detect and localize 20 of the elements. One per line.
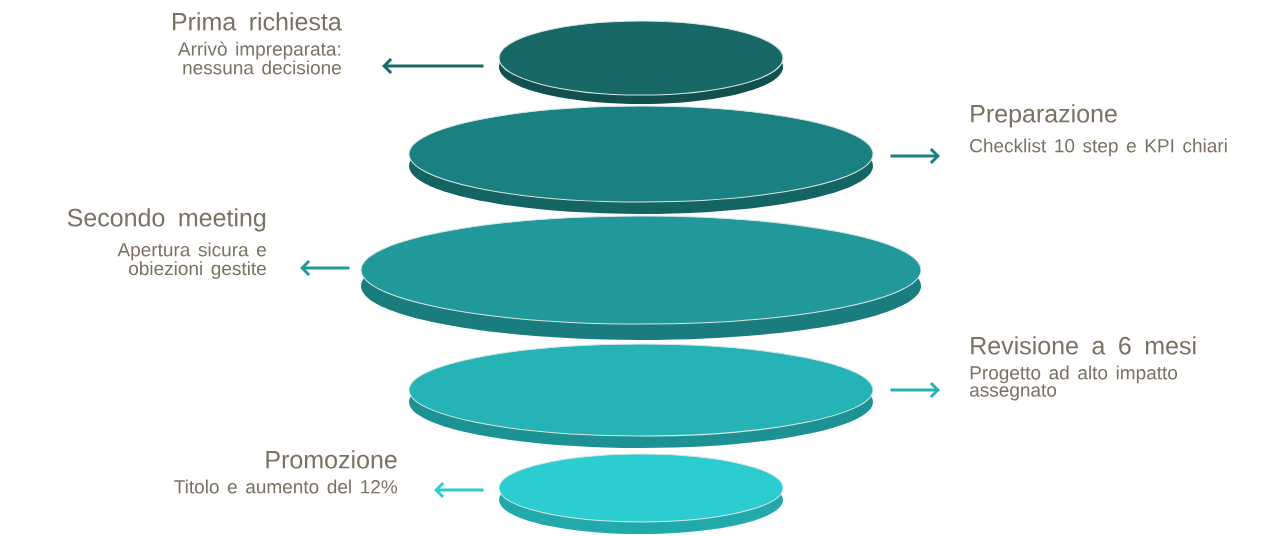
arrow — [300, 259, 350, 277]
disc — [408, 105, 874, 214]
description: Arrivò impreparata: nessuna decisione — [177, 41, 341, 75]
description: Checklist 10 step e KPI chiari — [970, 138, 1227, 157]
arrow — [382, 57, 484, 75]
heading: Secondo meeting — [67, 208, 266, 232]
description: Titolo e aumento del 12% — [174, 479, 398, 494]
disc — [408, 343, 874, 448]
heading: Revisione a 6 mesi — [971, 336, 1196, 355]
arrow — [890, 147, 940, 165]
description: Progetto ad alto impatto assegnato — [970, 365, 1178, 401]
description: Apertura sicura e obiezioni gestite — [117, 242, 266, 279]
arrow — [890, 381, 940, 399]
heading: Promozione — [266, 450, 397, 469]
disc — [498, 453, 784, 534]
disc — [498, 20, 784, 104]
disc — [360, 215, 922, 340]
arrow — [434, 481, 484, 499]
heading: Preparazione — [971, 104, 1117, 128]
heading: Prima richiesta — [173, 12, 342, 31]
